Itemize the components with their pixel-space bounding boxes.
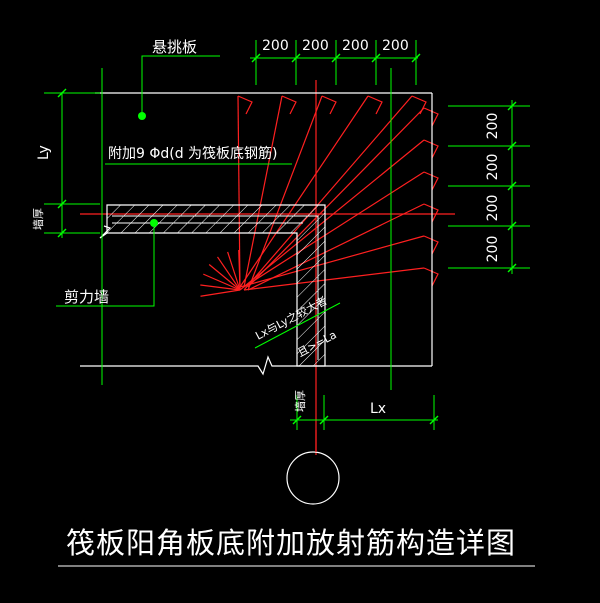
- label-ly: Ly: [36, 145, 52, 160]
- label-wall-bottom: 墙厚: [293, 390, 307, 412]
- rebar-hook: [411, 95, 427, 115]
- drawing-title: 筏板阳角板底附加放射筋构造详图: [66, 526, 516, 560]
- shear-wall-section: [106, 204, 326, 367]
- radial-rebar-short: [217, 256, 241, 291]
- rebar-hook: [423, 267, 439, 287]
- top-dim-value: 200: [382, 38, 409, 54]
- radial-rebar-short: [200, 284, 241, 291]
- wall-break-line: [99, 225, 112, 239]
- leader-lines: [56, 55, 292, 307]
- radial-rebar-short: [238, 250, 241, 291]
- rebar-hook: [423, 235, 439, 255]
- rebar-hook: [423, 171, 439, 191]
- right-dim-value: 200: [485, 195, 501, 222]
- radial-rebar: [247, 107, 425, 288]
- label-wall-left: 墙厚: [31, 208, 45, 230]
- radial-rebar: [243, 95, 413, 291]
- radial-rebar: [243, 171, 425, 288]
- top-dim-value: 200: [302, 38, 329, 54]
- radial-rebar: [243, 95, 283, 288]
- shear-wall-leader: [56, 223, 155, 307]
- right-dim-value: 200: [485, 154, 501, 181]
- radial-rebar: [247, 203, 425, 291]
- shear-wall: [99, 204, 326, 367]
- radial-rebar-short: [200, 289, 241, 297]
- rebar-hook: [423, 203, 439, 223]
- rebar-hook: [281, 95, 297, 115]
- radial-rebar: [239, 235, 425, 288]
- top-dim-value: 200: [342, 38, 369, 54]
- radial-rebar: [239, 139, 425, 291]
- wall-rebars: [112, 215, 319, 360]
- rebar-hook: [321, 95, 337, 115]
- axis-bubble: [286, 451, 340, 505]
- label-cantilever: 悬挑板: [152, 38, 197, 56]
- radial-rebar-short: [203, 273, 241, 291]
- cantilever-marker: [138, 112, 146, 120]
- wall-marker: [150, 219, 158, 227]
- label-lx: Lx: [370, 401, 386, 417]
- radial-rebars: [200, 95, 439, 297]
- radial-rebar-short: [227, 251, 241, 291]
- radial-rebar: [239, 95, 369, 288]
- right-dimension-text: 200 200 200 200: [485, 113, 501, 263]
- top-dim-value: 200: [262, 38, 289, 54]
- rebar-hook: [367, 95, 383, 115]
- rebar-hook: [423, 139, 439, 159]
- cantilever-leader: [141, 55, 220, 116]
- top-dimension-text: 200 200 200 200: [262, 38, 409, 54]
- right-dim-value: 200: [485, 236, 501, 263]
- rebar-hook: [423, 107, 439, 127]
- radial-rebar: [243, 267, 425, 291]
- radial-rebar-short: [208, 264, 241, 291]
- rebar-hook: [237, 95, 253, 115]
- label-add-bars: 附加9 Φd(d 为筏板底钢筋): [108, 145, 278, 162]
- radial-rebar: [237, 95, 241, 291]
- label-shear-wall: 剪力墙: [64, 288, 109, 306]
- dimension-lines: [44, 40, 530, 430]
- slab-bottom-edge: [80, 355, 432, 376]
- right-dim-value: 200: [485, 113, 501, 140]
